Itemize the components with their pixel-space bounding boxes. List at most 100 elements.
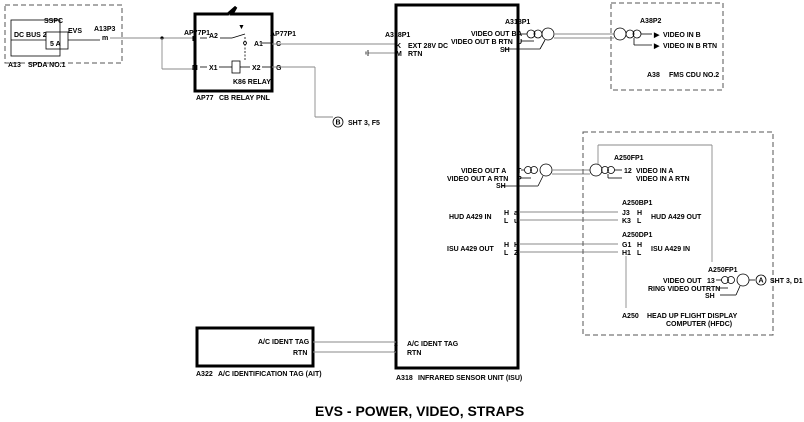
sheet-ref-a-letter: A: [759, 278, 764, 285]
hfdc-video-in-line2: VIDEO IN A RTN: [636, 176, 690, 183]
spda-amps-label: 5 A: [50, 41, 61, 48]
hfdc-isu-in-pin-h1: H1: [622, 250, 631, 257]
video-a-sh: SH: [496, 183, 506, 190]
ait-unit: A/C IDENT TAG RTN A322 A/C IDENTIFICATIO…: [195, 326, 322, 378]
ait-boundary: [195, 326, 315, 368]
spda-unit: SSPC DC BUS 2 EVS 5 A A13P3 m A13 SPDA N…: [4, 4, 123, 69]
pin-a2: A2: [209, 33, 218, 40]
hfdc-video-out-line1: VIDEO OUT: [663, 278, 702, 285]
hfdc-ref: A250: [622, 313, 639, 320]
isu-ref: A318: [396, 375, 413, 382]
video-a-pin-p: P: [517, 176, 522, 183]
isu-a429-out-l: L: [504, 250, 509, 257]
relay-switch-blade: [231, 33, 246, 39]
isu-a429-out-pin-h: H: [514, 242, 519, 249]
fms-boundary: [610, 2, 724, 91]
isu-signal-k: EXT 28V DC: [408, 43, 448, 50]
hfdc-isu-in-l: L: [637, 250, 642, 257]
isu-boundary: [394, 3, 520, 370]
pin-a1: A1: [254, 41, 263, 48]
isu-ident-pin-x: x: [394, 341, 398, 348]
hud-a429-in-label: HUD A429 IN: [449, 214, 492, 221]
hfdc-conn-fp1-top: A250FP1: [614, 155, 644, 162]
video-b-pin-u: U: [517, 39, 522, 46]
hfdc-name-line2: COMPUTER (HFDC): [666, 321, 732, 328]
relay-conn-right: AP77P1: [270, 31, 296, 38]
hfdc-conn-fp1-bottom: A250FP1: [708, 267, 738, 274]
spda-connector-label: A13P3: [94, 26, 116, 33]
video-a-line1: VIDEO OUT A: [461, 168, 506, 175]
hud-a429-in-h: H: [504, 210, 509, 217]
pin-m: M: [192, 65, 198, 72]
isu-ident-line2: RTN: [407, 350, 421, 357]
spda-sspc-label: SSPC: [44, 18, 63, 25]
pin-l: L: [192, 36, 197, 43]
relay-arrow-icon: ▼: [238, 24, 245, 31]
fms-ref: A38: [647, 72, 660, 79]
relay-name: K86 RELAY: [233, 79, 271, 86]
sheet-ref-b-text: SHT 3, F5: [348, 120, 380, 127]
isu-name: INFRARED SENSOR UNIT (ISU): [418, 375, 522, 382]
relay-panel-boundary: [193, 5, 274, 93]
sheet-ref-a[interactable]: A SHT 3, D1: [755, 274, 803, 286]
ait-line1: A/C IDENT TAG: [258, 339, 310, 346]
pin-c: C: [276, 41, 281, 48]
relay-conn-left: AP77P1: [184, 30, 210, 37]
hfdc-isu-in-pin-g1: G1: [622, 242, 631, 249]
spda-bus-label: DC BUS 2: [14, 32, 47, 39]
spda-ref-label: A13: [8, 62, 21, 69]
relay-panel-name: CB RELAY PNL: [219, 95, 271, 102]
fms-unit: A38P2 VIDEO IN B VIDEO IN B RTN A38 FMS …: [610, 2, 724, 91]
isu-unit: A318P1 K EXT 28V DC M RTN A318P1 VIDEO O…: [385, 3, 530, 382]
isu-ident-pin-f: f: [394, 350, 397, 357]
hfdc-hud-out-label: HUD A429 OUT: [651, 214, 702, 221]
spda-pin-label: m: [102, 35, 108, 42]
ait-name: A/C IDENTIFICATION TAG (AIT): [218, 371, 322, 378]
hfdc-video-out-pin: 13: [707, 278, 715, 285]
sheet-ref-a-text: SHT 3, D1: [770, 278, 803, 285]
sheet-ref-a-circle: [755, 274, 767, 286]
hfdc-boundary: [582, 131, 774, 336]
relay-coil: [231, 60, 241, 74]
video-b-pin-a: A: [517, 31, 522, 38]
hfdc-conn-dp1: A250DP1: [622, 232, 652, 239]
sheet-ref-b[interactable]: B SHT 3, F5: [332, 116, 380, 128]
isu-pin-k: K: [396, 43, 401, 50]
hfdc-video-in-pin: 12: [624, 168, 632, 175]
hfdc-hud-out-pin-j3: J3: [622, 210, 630, 217]
sheet-ref-b-circle: [332, 116, 344, 128]
hfdc-video-in-line1: VIDEO IN A: [636, 168, 673, 175]
ait-ref: A322: [196, 371, 213, 378]
fms-name: FMS CDU NO.2: [669, 72, 719, 79]
video-b-line2: VIDEO OUT B RTN: [451, 39, 513, 46]
hfdc-unit: A250FP1 12 VIDEO IN A VIDEO IN A RTN A25…: [582, 131, 774, 336]
sspc-box: [10, 19, 61, 57]
isu-ident-line1: A/C IDENT TAG: [407, 341, 459, 348]
hud-a429-in-pin-a: a: [514, 210, 518, 217]
hfdc-hud-out-h: H: [637, 210, 642, 217]
hfdc-conn-bp1: A250BP1: [622, 200, 652, 207]
video-b-cable: ▶ ▶: [504, 27, 660, 50]
pin-g: G: [276, 65, 282, 72]
hfdc-isu-in-h: H: [637, 242, 642, 249]
fms-line1: VIDEO IN B: [663, 32, 701, 39]
fms-arrow-2-icon: ▶: [653, 43, 660, 50]
pin-x2: X2: [252, 65, 261, 72]
hfdc-hud-out-l: L: [637, 218, 642, 225]
isu-pin-m: M: [396, 51, 402, 58]
sheet-ref-b-letter: B: [336, 120, 341, 127]
hfdc-isu-in-label: ISU A429 IN: [651, 246, 690, 253]
video-b-line1: VIDEO OUT B: [471, 31, 517, 38]
isu-signal-m: RTN: [408, 51, 422, 58]
hud-a429-in-l: L: [504, 218, 509, 225]
relay-panel-ref: AP77: [196, 95, 214, 102]
hfdc-video-out-sh: SH: [705, 293, 715, 300]
pin-x1: X1: [209, 65, 218, 72]
relay-panel: AP77P1 AP77P1 L A2 A1 C M X1 X2 G ▼ K86 …: [184, 5, 296, 102]
isu-a429-out-pin-z: Z: [514, 250, 519, 257]
hfdc-name-line1: HEAD UP FLIGHT DISPLAY: [647, 313, 738, 320]
diagram-title: EVS - POWER, VIDEO, STRAPS: [315, 403, 524, 419]
isu-a429-out-label: ISU A429 OUT: [447, 246, 495, 253]
fms-conn: A38P2: [640, 18, 662, 25]
